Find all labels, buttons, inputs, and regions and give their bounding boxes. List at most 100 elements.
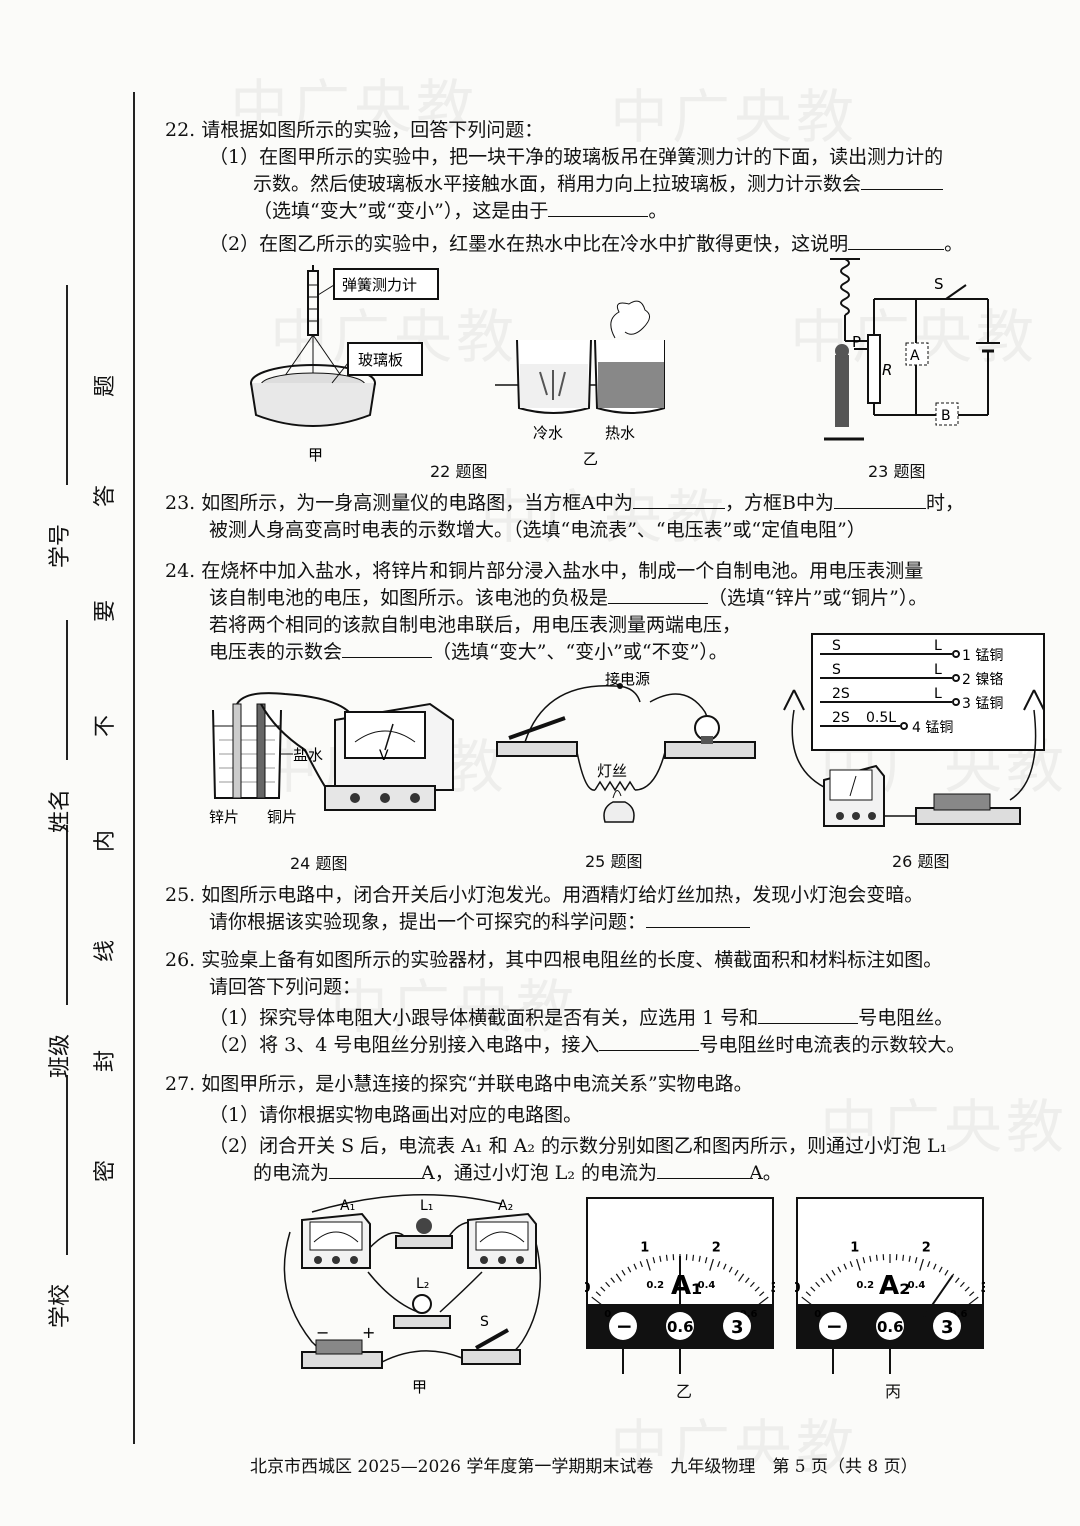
dial-top-label: 2 xyxy=(712,1240,721,1255)
dial-tick xyxy=(698,1255,701,1262)
answer-blank[interactable] xyxy=(329,1160,422,1179)
caption-22: 22 题图 xyxy=(430,462,488,481)
caption-24: 24 题图 xyxy=(290,854,348,873)
dial-tick xyxy=(856,1258,861,1271)
dial-tick xyxy=(633,1263,637,1270)
q23-line1: 23. 如图所示，为一身高测量仪的电路图，当方框A中为，方框B中为时， xyxy=(165,490,964,514)
dial-tick xyxy=(954,1277,960,1283)
margin-name-label: 姓名 xyxy=(48,788,74,834)
page-footer: 北京市西城区 2025—2026 学年度第一学期期末试卷 九年级物理 第 5 页… xyxy=(250,1457,918,1477)
seal-char: 答 xyxy=(93,484,119,508)
lamp-l2 xyxy=(393,1294,451,1329)
wire-4-label: 4 锰铜 xyxy=(912,720,953,736)
label-a2: A₂ xyxy=(498,1198,513,1214)
answer-blank[interactable] xyxy=(861,171,944,190)
dial-tick xyxy=(759,1291,765,1297)
caption-23: 23 题图 xyxy=(868,462,926,481)
wire-4-area: 2S xyxy=(832,710,850,726)
dial-bottom-label: 0 xyxy=(604,1309,611,1320)
dial-needle xyxy=(923,1274,954,1318)
label-salt-water: 盐水 xyxy=(293,746,323,764)
q27-stem: 27. 如图甲所示，是小慧连接的探究“并联电路中电流关系”实物电路。 xyxy=(165,1073,753,1095)
answer-blank[interactable] xyxy=(608,585,709,604)
dial-top-label: 1 xyxy=(640,1240,649,1255)
wire-1-label: 1 锰铜 xyxy=(962,648,1003,664)
q24-line4: 电压表的示数会（选填“变大”、“变小”或“不变”）。 xyxy=(209,639,728,663)
label-bing: 丙 xyxy=(885,1382,902,1401)
label-cold-water: 冷水 xyxy=(533,424,563,442)
wire-1-length: L xyxy=(934,638,942,654)
answer-blank[interactable] xyxy=(548,198,649,217)
dial-tick xyxy=(615,1273,622,1282)
dial-tick xyxy=(692,1254,695,1261)
label-resistor-r: R xyxy=(882,361,892,379)
dial-tick xyxy=(754,1286,760,1292)
margin-underline xyxy=(66,825,68,1005)
label-jia: 甲 xyxy=(412,1378,427,1396)
terminal-0-6: 0.6 xyxy=(667,1318,694,1336)
answer-blank[interactable] xyxy=(646,909,751,928)
label-power-supply: 接电源 xyxy=(605,672,650,688)
dial-tick xyxy=(704,1257,708,1264)
wire-3-area: 2S xyxy=(832,686,850,702)
dial-top-label: 1 xyxy=(850,1240,859,1255)
label-spring-scale: 弹簧测力计 xyxy=(342,276,417,294)
terminal-0-6: 0.6 xyxy=(877,1318,904,1336)
label-copper: 铜片 xyxy=(267,808,297,826)
label-slider-p: P xyxy=(852,333,861,351)
label-yi: 乙 xyxy=(676,1382,693,1401)
answer-blank[interactable] xyxy=(342,639,433,658)
q26-line1: 26. 实验桌上备有如图所示的实验器材，其中四根电阻丝的长度、横截面积和材料标注… xyxy=(165,949,943,971)
dial-tick xyxy=(908,1255,911,1262)
terminal-3: 3 xyxy=(731,1317,744,1338)
margin-underline xyxy=(66,1075,68,1255)
answer-blank[interactable] xyxy=(632,490,725,509)
q22-part1-cont: 示数。然后使玻璃板水平接触水面，稍用力向上拉玻璃板，测力计示数会 xyxy=(165,171,963,198)
answer-blank[interactable] xyxy=(599,1032,700,1051)
ammeter-a2 xyxy=(467,1212,537,1269)
answer-blank[interactable] xyxy=(758,1005,859,1024)
dial-tick xyxy=(869,1255,872,1262)
dial-tick xyxy=(927,1261,931,1268)
figure-26: S L 1 锰铜 S L 2 镍铬 2S L 3 锰铜 2S 0.5L 4 锰铜 xyxy=(783,633,1045,827)
binding-line xyxy=(133,92,135,1444)
q26-line2: 请回答下列问题： xyxy=(209,976,362,998)
label-hot-water: 热水 xyxy=(605,424,635,442)
seal-char: 线 xyxy=(93,939,119,963)
meter-a1-label: A₁ xyxy=(671,1271,703,1301)
label-plus: + xyxy=(362,1323,375,1342)
dial-tick xyxy=(815,1281,821,1288)
label-switch-s: S xyxy=(934,275,944,293)
question-25: 25. 如图所示电路中，闭合开关后小灯泡发光。用酒精灯给灯丝加热，发现小灯泡会变… xyxy=(165,882,923,936)
q24-line2: 该自制电池的电压，如图所示。该电池的负极是（选填“锌片”或“铜片”）。 xyxy=(209,585,928,609)
figure-22-yi: 冷水 热水 乙 xyxy=(495,300,665,468)
wire-1-area: S xyxy=(832,638,841,654)
dial-bottom-label: 0.2 xyxy=(646,1280,664,1291)
dial-tick xyxy=(600,1286,606,1292)
answer-blank[interactable] xyxy=(833,490,926,509)
dial-tick xyxy=(744,1277,750,1283)
label-a1: A₁ xyxy=(340,1198,355,1214)
question-23: 23. 如图所示，为一身高测量仪的电路图，当方框A中为，方框B中为时， 被测人身… xyxy=(165,490,964,544)
dial-tick xyxy=(810,1286,816,1292)
answer-blank[interactable] xyxy=(848,231,945,250)
caption-25: 25 题图 xyxy=(585,852,643,871)
ammeter-dial-a2: 012300.20.40.6 A₂ − 0.6 3 xyxy=(795,1197,985,1374)
terminal-minus: − xyxy=(826,1314,843,1338)
terminal-3: 3 xyxy=(941,1317,954,1338)
dial-top-label: 3 xyxy=(771,1281,775,1296)
label-l1: L₁ xyxy=(420,1198,433,1214)
meter-a2-label: A₂ xyxy=(879,1271,911,1301)
q22-part1-cont2: （选填“变大”或“变小”），这是由于。 xyxy=(253,198,668,222)
answer-blank[interactable] xyxy=(657,1160,750,1179)
margin-student-id-label: 学号 xyxy=(48,523,74,569)
wire-3-length: L xyxy=(934,686,942,702)
dial-bottom-label: 0 xyxy=(814,1309,821,1320)
dial-tick xyxy=(959,1281,965,1288)
dial-bottom-label: 0.2 xyxy=(856,1280,874,1291)
dial-tick xyxy=(717,1261,721,1268)
dial-tick xyxy=(627,1266,632,1273)
dial-tick xyxy=(738,1273,745,1282)
caption-26: 26 题图 xyxy=(892,852,950,871)
